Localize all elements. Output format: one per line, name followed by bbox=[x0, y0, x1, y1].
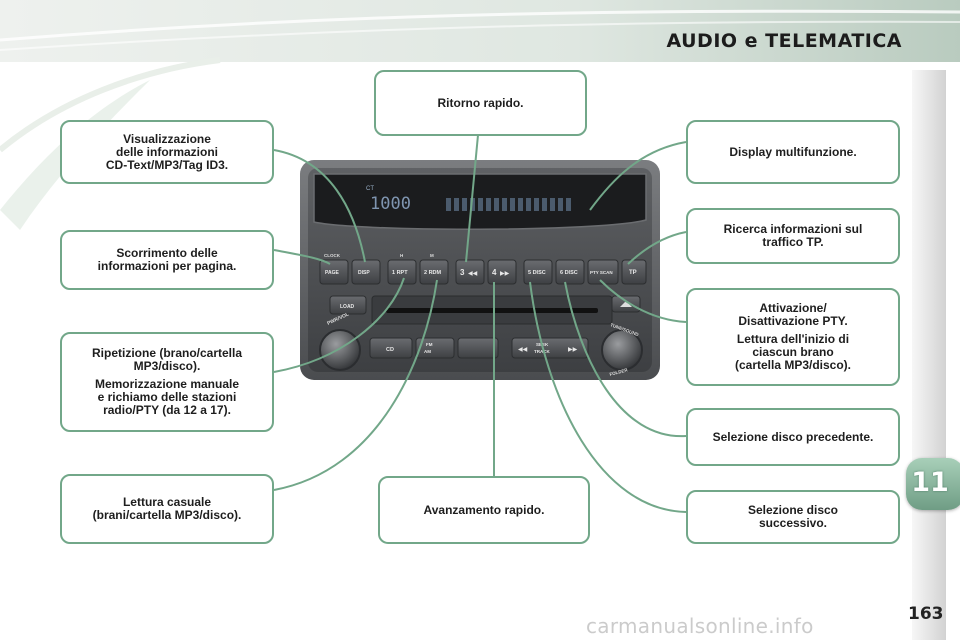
side-bar bbox=[912, 70, 946, 640]
display-ct: CT bbox=[366, 186, 374, 192]
label-clock: CLOCK bbox=[324, 253, 341, 258]
svg-text:4: 4 bbox=[492, 268, 497, 277]
seek-forward-icon: ▶▶ bbox=[568, 347, 578, 353]
header-band bbox=[0, 0, 960, 62]
disp-button[interactable]: DISP bbox=[351, 259, 381, 285]
page-button[interactable]: PAGE bbox=[319, 259, 349, 285]
callout-tp-search: Ricerca informazioni sul traffico TP. bbox=[686, 208, 900, 264]
preset-4-button[interactable]: 4▶▶ bbox=[487, 259, 517, 285]
seek-back-icon: ◀◀ bbox=[518, 347, 528, 353]
pwr-vol-knob[interactable] bbox=[319, 329, 361, 371]
preset-2-rdm-button[interactable]: 2 RDM bbox=[419, 259, 449, 285]
preset-6-disc-button[interactable]: 6 DISC bbox=[555, 259, 585, 285]
label-minute: M bbox=[430, 253, 434, 258]
blank-button[interactable] bbox=[457, 337, 499, 359]
svg-text:CD: CD bbox=[386, 347, 394, 353]
seek-track-button[interactable]: ◀◀ SEEK TRACK ▶▶ bbox=[511, 337, 589, 359]
svg-text:AM: AM bbox=[424, 349, 431, 354]
display-segments bbox=[446, 198, 571, 211]
svg-text:TRACK: TRACK bbox=[534, 349, 550, 354]
callout-random: Lettura casuale (brani/cartella MP3/disc… bbox=[60, 474, 274, 544]
cd-button[interactable]: CD bbox=[369, 337, 413, 359]
load-button[interactable]: LOAD bbox=[329, 295, 367, 315]
eject-button[interactable] bbox=[611, 295, 641, 313]
svg-text:SEEK: SEEK bbox=[536, 342, 549, 347]
svg-text:5 DISC: 5 DISC bbox=[528, 270, 546, 276]
callout-repeat-memory: Ripetizione (brano/cartella MP3/disco). … bbox=[60, 332, 274, 432]
preset-1-rpt-button[interactable]: 1 RPT bbox=[387, 259, 417, 285]
callout-multifunction-display: Display multifunzione. bbox=[686, 120, 900, 184]
svg-text:1 RPT: 1 RPT bbox=[392, 270, 408, 276]
callout-prev-disc: Selezione disco precedente. bbox=[686, 408, 900, 466]
display-time: 1000 bbox=[370, 194, 411, 214]
page-title: AUDIO e TELEMATICA bbox=[666, 30, 902, 52]
svg-text:LOAD: LOAD bbox=[340, 304, 355, 310]
svg-text:TP: TP bbox=[629, 270, 637, 276]
svg-text:DISP: DISP bbox=[358, 270, 370, 276]
chapter-number: 11 bbox=[911, 467, 949, 498]
label-hour: H bbox=[400, 253, 403, 258]
svg-text:PTY SCAN: PTY SCAN bbox=[590, 270, 613, 275]
svg-text:PAGE: PAGE bbox=[325, 270, 339, 276]
am-fm-button[interactable]: FM AM bbox=[415, 337, 455, 359]
tp-button[interactable]: TP bbox=[621, 259, 647, 285]
callout-pty: Attivazione/ Disattivazione PTY. Lettura… bbox=[686, 288, 900, 386]
preset-5-disc-button[interactable]: 5 DISC bbox=[523, 259, 553, 285]
page-number: 163 bbox=[908, 604, 944, 624]
header-decoration bbox=[0, 0, 960, 62]
cd-slot[interactable] bbox=[386, 308, 598, 313]
rewind-icon: ◀◀ bbox=[468, 271, 478, 277]
svg-text:FM: FM bbox=[426, 342, 433, 347]
callout-fast-forward: Avanzamento rapido. bbox=[378, 476, 590, 544]
callout-info-display: Visualizzazione delle informazioni CD-Te… bbox=[60, 120, 274, 184]
fast-forward-icon: ▶▶ bbox=[500, 271, 510, 277]
preset-3-button[interactable]: 3◀◀ bbox=[455, 259, 485, 285]
callout-rewind: Ritorno rapido. bbox=[374, 70, 587, 136]
callout-next-disc: Selezione disco successivo. bbox=[686, 490, 900, 544]
svg-text:3: 3 bbox=[460, 268, 465, 277]
pty-scan-button[interactable]: PTY SCAN bbox=[587, 259, 619, 285]
svg-text:2 RDM: 2 RDM bbox=[424, 270, 442, 276]
chapter-tab[interactable]: 11 bbox=[906, 458, 960, 510]
watermark: carmanualsonline.info bbox=[586, 614, 814, 638]
radio-unit: CT 1000 CLOCK H M PAGE DISP 1 RPT 2 RDM … bbox=[300, 160, 660, 380]
svg-text:6 DISC: 6 DISC bbox=[560, 270, 578, 276]
callout-page-scroll: Scorrimento delle informazioni per pagin… bbox=[60, 230, 274, 290]
